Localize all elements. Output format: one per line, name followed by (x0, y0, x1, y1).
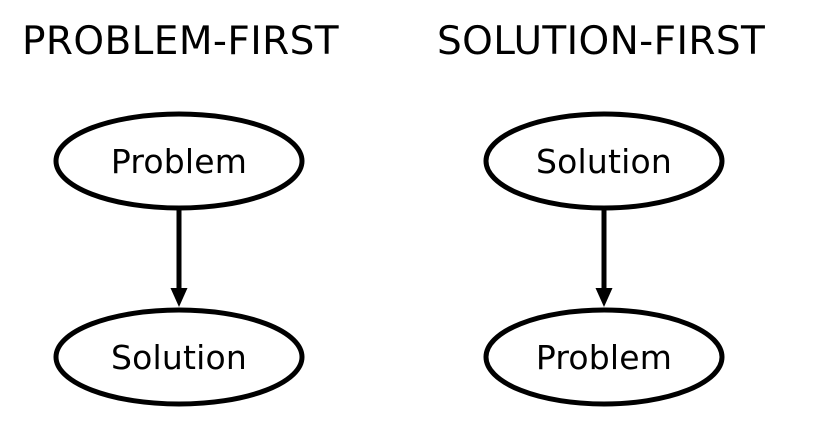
node-solution-first-bottom[interactable]: Problem (483, 307, 725, 407)
arrow-problem-first (170, 208, 188, 307)
node-ellipse-shape (483, 307, 725, 407)
node-label-solution-first-bottom: Problem (536, 338, 672, 377)
node-problem-first-bottom[interactable]: Solution (53, 307, 305, 407)
node-problem-first-top[interactable]: Problem (53, 111, 305, 211)
column-title-solution-first: SOLUTION-FIRST (437, 19, 765, 64)
node-ellipse-shape (53, 307, 305, 407)
node-solution-first-top[interactable]: Solution (483, 111, 725, 211)
node-label-problem-first-bottom: Solution (111, 338, 247, 377)
column-problem-first: PROBLEM-FIRST Problem Solution (22, 19, 339, 407)
arrow-solution-first (595, 208, 613, 307)
node-label-solution-first-top: Solution (536, 142, 672, 181)
node-label-problem-first-top: Problem (111, 142, 247, 181)
column-title-problem-first: PROBLEM-FIRST (22, 19, 339, 64)
arrow-head-icon (595, 288, 613, 307)
column-solution-first: SOLUTION-FIRST Solution Problem (437, 19, 765, 407)
arrow-head-icon (170, 288, 188, 307)
